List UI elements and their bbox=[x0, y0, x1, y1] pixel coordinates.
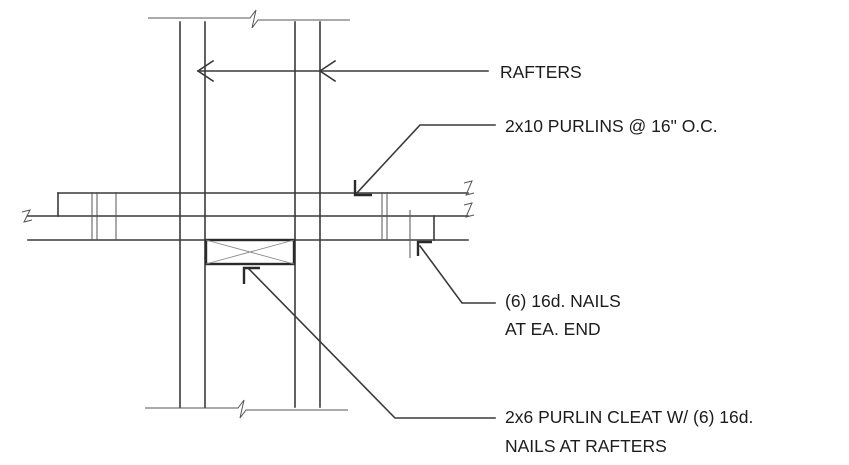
purlin-cleat bbox=[204, 238, 296, 266]
purlins-leader-tick bbox=[353, 180, 372, 197]
purlins-label: 2x10 PURLINS @ 16" O.C. bbox=[505, 116, 718, 136]
labels: RAFTERS 2x10 PURLINS @ 16" O.C. (6) 16d.… bbox=[500, 62, 753, 456]
nails-label-line2: AT EA. END bbox=[505, 319, 601, 339]
top-break-line bbox=[148, 9, 350, 29]
right-break-mark-bottom bbox=[463, 202, 475, 218]
rafters-label: RAFTERS bbox=[500, 62, 582, 82]
arrowhead-left bbox=[196, 59, 215, 83]
right-break-mark-top bbox=[463, 180, 475, 196]
bottom-break-line bbox=[145, 399, 348, 419]
cleat-cross-2 bbox=[205, 239, 295, 265]
arrowhead-right bbox=[318, 59, 337, 83]
cleat-outline bbox=[204, 238, 296, 266]
nails-label-line1: (6) 16d. NAILS bbox=[505, 291, 621, 311]
nails-leader bbox=[418, 244, 496, 304]
cleat-leader bbox=[246, 266, 496, 419]
rafters bbox=[145, 9, 350, 419]
cleat-leader-tick bbox=[242, 266, 260, 284]
rafters-arrow bbox=[196, 59, 489, 83]
nails-leader-tick bbox=[416, 240, 432, 256]
cleat-label-line1: 2x6 PURLIN CLEAT W/ (6) 16d. bbox=[505, 407, 753, 427]
leaders bbox=[242, 124, 496, 419]
left-break-mark bbox=[21, 209, 33, 223]
purlins-leader bbox=[353, 124, 496, 197]
purlins bbox=[21, 180, 475, 258]
cleat-label-line2: NAILS AT RAFTERS bbox=[505, 436, 667, 456]
